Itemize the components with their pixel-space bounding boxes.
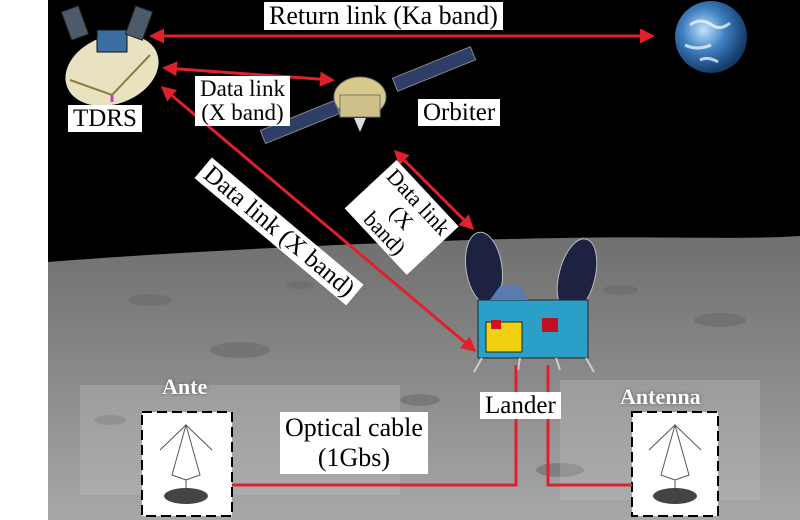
orbiter-label: Orbiter <box>418 99 501 126</box>
tdrs-orbiter-data-link-line2: (X band) <box>201 100 284 126</box>
earth-icon <box>675 1 747 73</box>
tdrs-label: TDRS <box>68 105 142 132</box>
optical-cable-line1: Optical cable <box>285 413 423 442</box>
tdrs-satellite-icon <box>60 5 159 106</box>
antenna-array-icon-right <box>631 411 719 517</box>
optical-cable-label: Optical cable (1Gbs) <box>280 412 428 474</box>
optical-cable-line2: (1Gbs) <box>317 442 391 472</box>
return-link-label: Return link (Ka band) <box>264 2 503 30</box>
tdrs-lander-link-arrow <box>160 86 477 352</box>
antenna-right-label: Antenna <box>620 384 701 409</box>
tdrs-orbiter-data-link-label: Data link (X band) <box>195 76 290 127</box>
antenna-array-icon-left <box>141 411 233 517</box>
orbiter-lander-link-arrow <box>393 149 475 231</box>
tdrs-orbiter-data-link-line1: Data link <box>200 76 285 101</box>
earth-clouds <box>684 19 731 64</box>
antenna-left-label: Ante <box>162 374 208 399</box>
tdrs-orbiter-link-arrow <box>162 61 335 87</box>
lander-label: Lander <box>480 392 561 419</box>
